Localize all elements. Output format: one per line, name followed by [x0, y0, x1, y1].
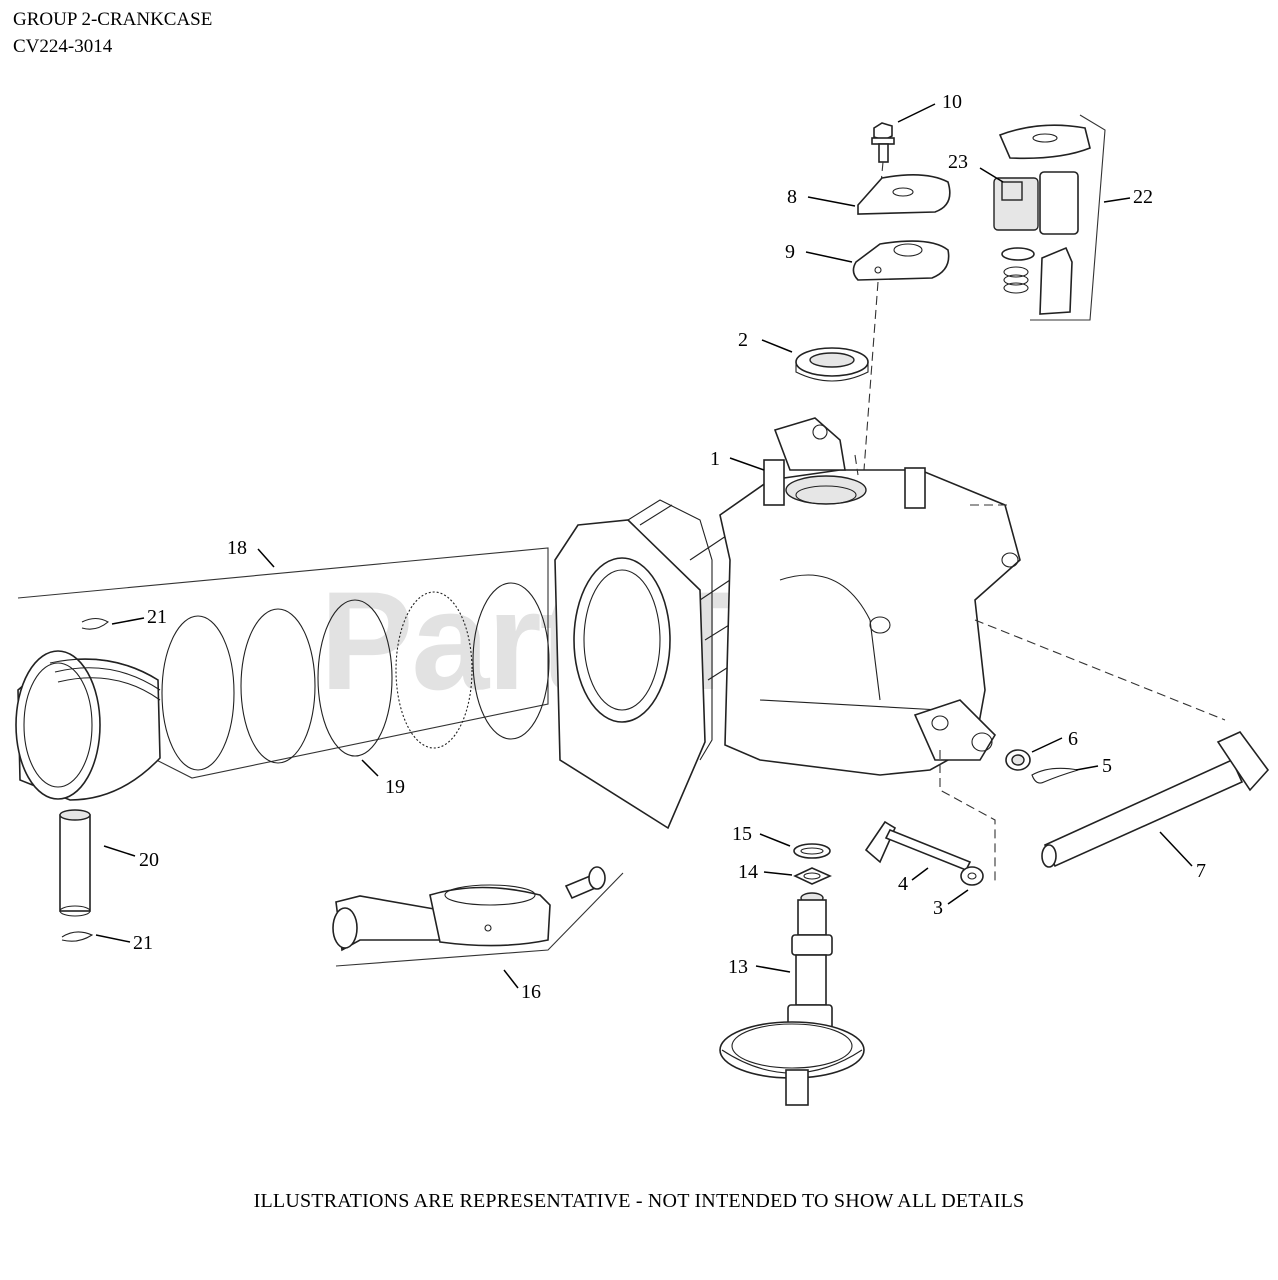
callout-1[interactable]: 1: [710, 448, 720, 470]
callout-16[interactable]: 16: [521, 981, 541, 1003]
callout-15[interactable]: 15: [732, 823, 752, 845]
part-22-governor-assembly[interactable]: [993, 124, 1091, 315]
callout-14[interactable]: 14: [738, 861, 758, 883]
callout-21-top[interactable]: 21: [147, 606, 167, 628]
callout-23[interactable]: 23: [948, 151, 968, 173]
part-20-wrist-pin[interactable]: [59, 809, 91, 917]
part-8-plate[interactable]: [857, 174, 951, 215]
part-7-tube[interactable]: [1041, 731, 1270, 868]
callout-3[interactable]: 3: [933, 897, 943, 919]
piston[interactable]: [15, 650, 161, 801]
callout-18[interactable]: 18: [227, 537, 247, 559]
callout-7[interactable]: 7: [1196, 860, 1206, 882]
part-1-crankcase[interactable]: [554, 417, 1021, 830]
part-2-oil-seal[interactable]: [795, 347, 869, 382]
part-15-shim[interactable]: [793, 843, 831, 859]
part-16-rod-frame: [335, 872, 624, 967]
rod-bolt[interactable]: [564, 866, 606, 900]
diagram-header: GROUP 2-CRANKCASE CV224-3014: [13, 6, 212, 60]
callout-4[interactable]: 4: [898, 873, 908, 895]
part-16-connecting-rod[interactable]: [332, 884, 551, 952]
part-3-washer[interactable]: [960, 866, 984, 886]
callout-20[interactable]: 20: [139, 849, 159, 871]
part-9-gasket[interactable]: [852, 240, 950, 281]
callout-6[interactable]: 6: [1068, 728, 1078, 750]
model-number: CV224-3014: [13, 36, 113, 57]
part-21-retaining-clip-bottom[interactable]: [61, 931, 94, 942]
part-22-bracket: [1030, 114, 1106, 321]
callout-13[interactable]: 13: [728, 956, 748, 978]
disclaimer-footer: ILLUSTRATIONS ARE REPRESENTATIVE - NOT I…: [253, 1190, 1025, 1212]
part-6-bushing[interactable]: [1005, 749, 1031, 771]
callout-2[interactable]: 2: [738, 329, 748, 351]
callout-22[interactable]: 22: [1133, 186, 1153, 208]
part-14-washer[interactable]: [793, 867, 832, 885]
part-13-camshaft[interactable]: [719, 892, 865, 1106]
callout-5[interactable]: 5: [1102, 755, 1112, 777]
callout-10[interactable]: 10: [942, 91, 962, 113]
callout-8[interactable]: 8: [787, 186, 797, 208]
part-5-clip[interactable]: [1031, 767, 1079, 784]
part-21-retaining-clip-top[interactable]: [81, 617, 109, 630]
group-title: GROUP 2-CRANKCASE: [13, 9, 213, 30]
callout-9[interactable]: 9: [785, 241, 795, 263]
part-4-governor-shaft[interactable]: [864, 820, 972, 872]
part-19-piston-rings[interactable]: [161, 582, 550, 771]
callout-21-bottom[interactable]: 21: [133, 932, 153, 954]
callout-19[interactable]: 19: [385, 776, 405, 798]
part-10-bolt[interactable]: [871, 122, 895, 163]
